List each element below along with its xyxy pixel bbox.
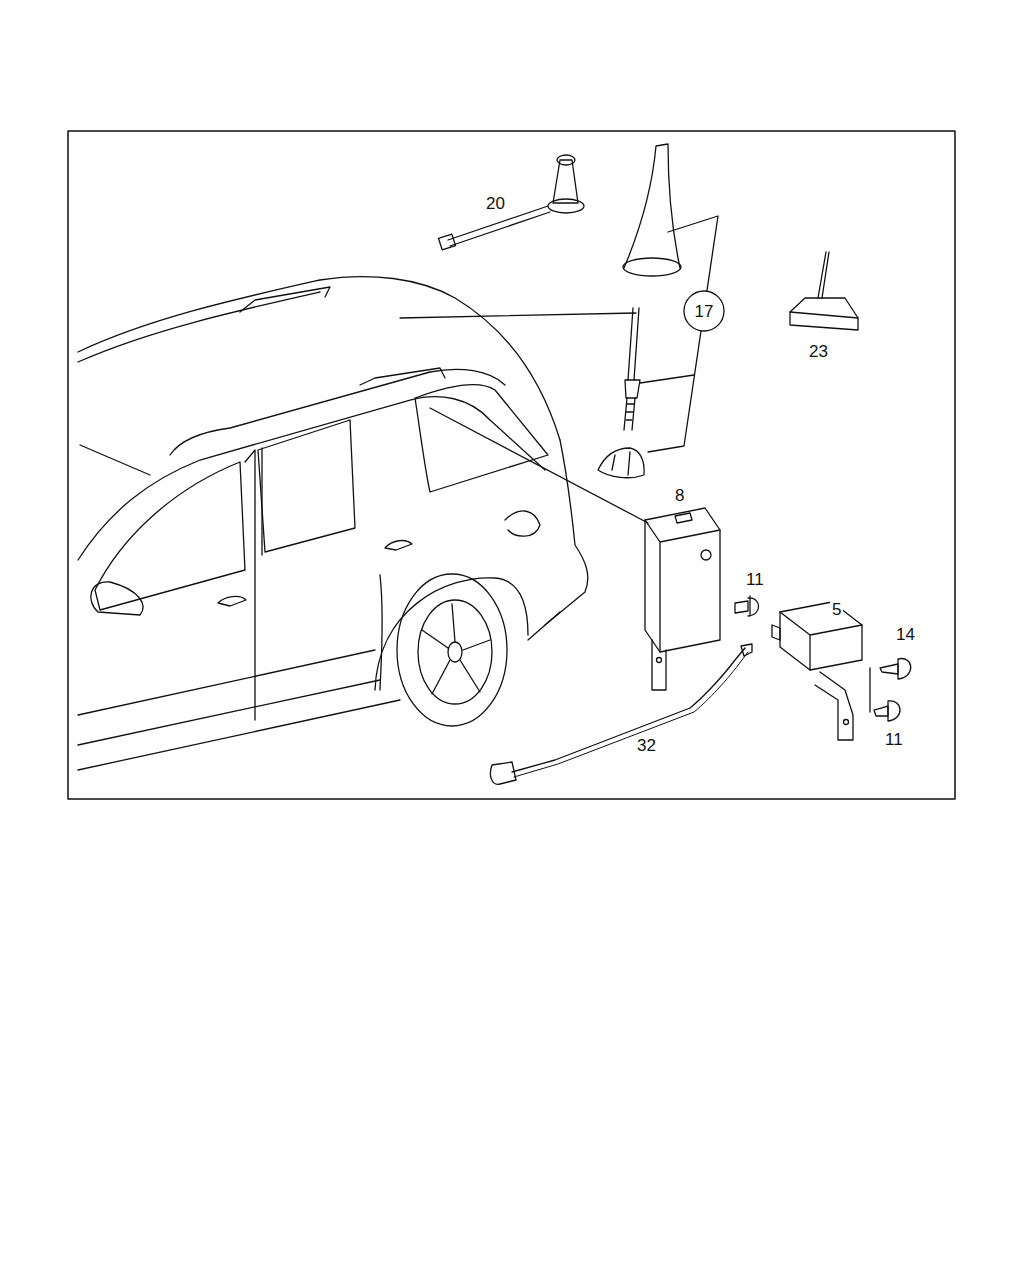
- callout-number: 8: [673, 486, 686, 505]
- callout-number: 32: [635, 736, 658, 755]
- callout-number: 23: [807, 342, 830, 361]
- callout-number: 11: [883, 730, 905, 749]
- callout-circle: 17: [683, 290, 725, 332]
- callout-number: 5: [830, 600, 843, 619]
- callout-number: 11: [744, 570, 766, 589]
- callout-number: 17: [695, 303, 714, 320]
- callout-number: 14: [894, 625, 917, 644]
- circle-shape: [684, 291, 724, 331]
- callout-number: 20: [484, 194, 507, 213]
